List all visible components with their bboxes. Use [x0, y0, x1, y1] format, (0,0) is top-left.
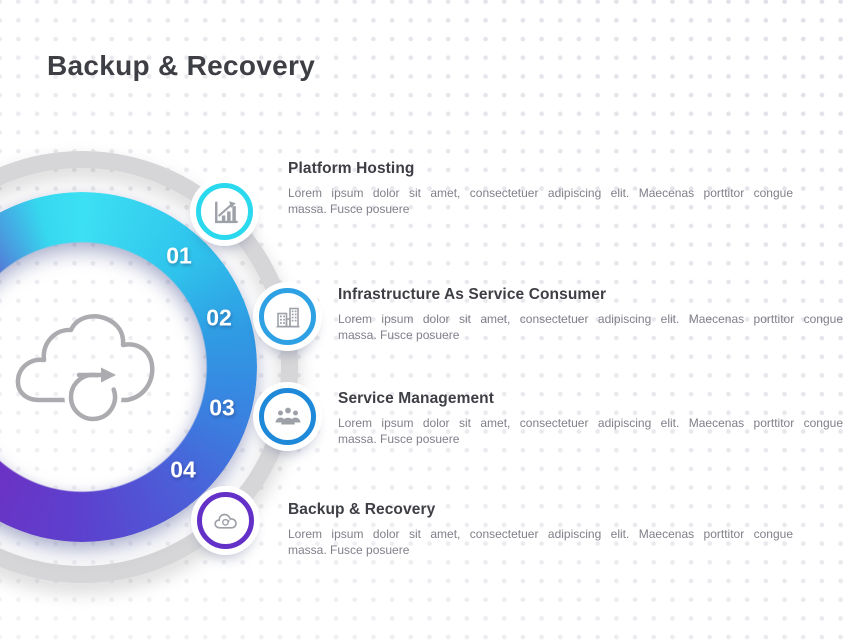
step-description-line2: massa. Fusce posuere: [288, 202, 410, 217]
step-description-line2: massa. Fusce posuere: [338, 328, 460, 343]
team-icon: [275, 407, 300, 424]
step-description-line1: Lorem ipsum dolor sit amet, consectetuer…: [338, 416, 843, 430]
cloud-sync-icon: [213, 513, 237, 529]
step-title: Backup & Recovery: [288, 501, 436, 518]
step-number-01: 01: [166, 242, 192, 269]
step-badge-3: [259, 388, 316, 445]
step-title: Infrastructure As Service Consumer: [338, 286, 607, 303]
step-badge-4: [197, 492, 254, 549]
step-description-line1: Lorem ipsum dolor sit amet, consectetuer…: [288, 527, 793, 541]
cloud-backup-sync-icon: [15, 314, 155, 426]
step-badge-2: [259, 288, 316, 345]
step-description-line2: massa. Fusce posuere: [288, 543, 410, 558]
step-item-backup-recovery: Backup & Recovery Lorem ipsum dolor sit …: [288, 501, 793, 558]
step-item-platform-hosting: Platform Hosting Lorem ipsum dolor sit a…: [288, 160, 793, 217]
step-number-04: 04: [170, 456, 196, 483]
step-title: Service Management: [338, 390, 495, 407]
step-badge-1: [196, 183, 253, 240]
step-item-service-management: Service Management Lorem ipsum dolor sit…: [338, 390, 843, 447]
step-title: Platform Hosting: [288, 160, 415, 177]
step-number-02: 02: [206, 304, 232, 331]
gradient-ring: [0, 192, 257, 542]
step-description-line1: Lorem ipsum dolor sit amet, consectetuer…: [288, 186, 793, 200]
step-description-line1: Lorem ipsum dolor sit amet, consectetuer…: [338, 312, 843, 326]
bar-chart-icon: [214, 200, 238, 223]
step-item-infrastructure: Infrastructure As Service Consumer Lorem…: [338, 286, 843, 343]
step-number-03: 03: [209, 394, 235, 421]
buildings-icon: [276, 307, 299, 327]
step-description-line2: massa. Fusce posuere: [338, 432, 460, 447]
slide-title: Backup & Recovery: [47, 50, 316, 81]
